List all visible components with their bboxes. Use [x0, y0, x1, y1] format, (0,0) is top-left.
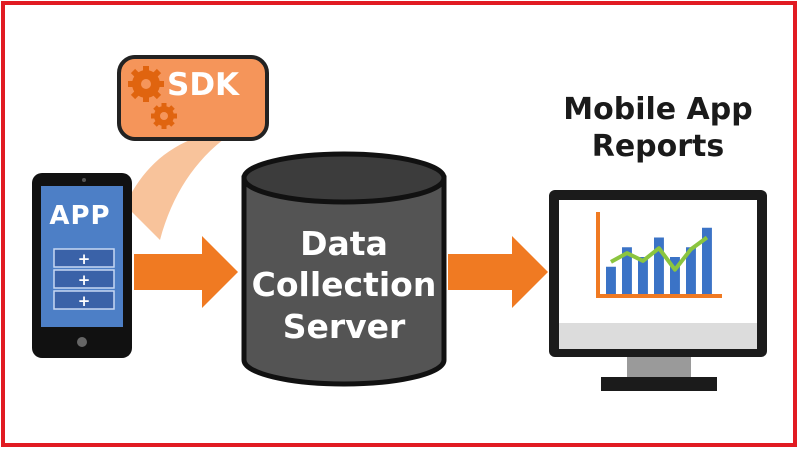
- plus-icon: +: [78, 292, 91, 310]
- server-label-line-3: Server: [282, 306, 406, 346]
- chart-bar: [654, 237, 664, 296]
- sdk-label: SDK: [167, 67, 240, 103]
- chart-bar: [686, 247, 696, 296]
- plus-icon: +: [78, 250, 91, 268]
- reports-title-line-1: Mobile App: [563, 92, 753, 127]
- server-label-line-1: Data: [300, 224, 388, 263]
- gear-icon: [128, 66, 177, 129]
- server-label: Data Collection Server: [244, 223, 444, 347]
- app-row-3: [53, 290, 115, 310]
- reports-title-line-2: Reports: [591, 128, 725, 164]
- plus-icon: +: [78, 271, 91, 289]
- arrow-to-reports: [448, 236, 548, 308]
- reports-title: Mobile App Reports: [540, 92, 776, 165]
- server-cylinder: [241, 151, 447, 387]
- chart-bar: [638, 257, 648, 296]
- chart-bar: [622, 247, 632, 296]
- app-row-1: [53, 248, 115, 268]
- chart-bar: [702, 227, 712, 296]
- chart-axes: [596, 212, 722, 298]
- chart-bar: [670, 257, 680, 296]
- chart-bar: [606, 266, 616, 296]
- phone-device: + + +: [32, 173, 132, 358]
- arrow-to-server: [134, 236, 238, 308]
- app-label: APP: [49, 201, 111, 231]
- bar-chart-icon: [596, 212, 722, 298]
- server-label-line-2: Collection: [251, 265, 437, 305]
- app-row-2: [53, 269, 115, 289]
- sdk-connector: [125, 136, 228, 240]
- chart-trend-line: [609, 235, 709, 272]
